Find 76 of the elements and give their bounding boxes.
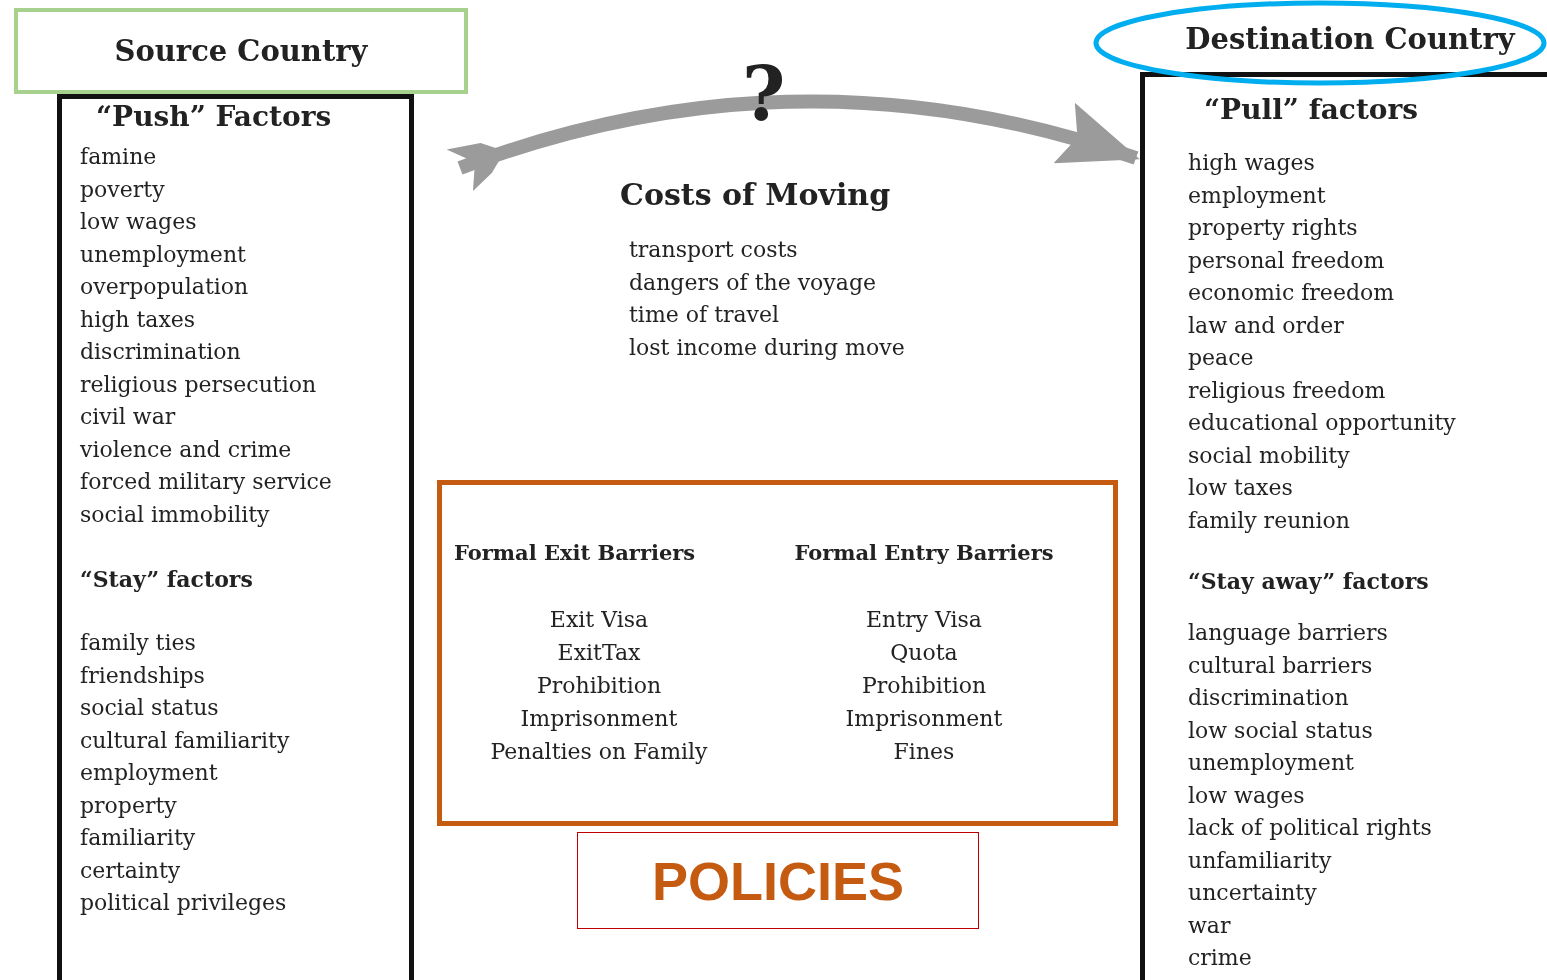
list-item: social immobility xyxy=(80,500,270,529)
column-heading: Formal Entry Barriers xyxy=(794,539,1054,567)
list-item: family ties xyxy=(80,629,196,657)
list-item: Prohibition xyxy=(536,672,662,700)
list-item: friendships xyxy=(80,661,205,690)
list-item: uncertainty xyxy=(1188,879,1317,907)
list-item: social mobility xyxy=(1188,441,1350,470)
list-item: unfamiliarity xyxy=(1188,846,1332,875)
list-item: peace xyxy=(1188,344,1254,372)
list-item: religious persecution xyxy=(80,370,317,399)
list-item: high taxes xyxy=(80,305,196,334)
list-item: Exit Visa xyxy=(549,606,649,634)
list-item: dangers of the voyage xyxy=(629,268,876,297)
list-item: familiarity xyxy=(80,824,196,852)
list-item: political privileges xyxy=(80,889,287,917)
list-item: language barriers xyxy=(1188,619,1388,647)
list-item: cultural familiarity xyxy=(80,726,290,755)
list-item: transport costs xyxy=(629,236,798,264)
list-item: religious freedom xyxy=(1188,376,1386,405)
list-item: law and order xyxy=(1188,311,1344,340)
panel-heading: “Stay away” factors xyxy=(1188,567,1430,596)
list-item: overpopulation xyxy=(80,273,249,301)
list-item: property xyxy=(80,791,177,820)
list-item: discrimination xyxy=(80,338,241,366)
list-item: low wages xyxy=(80,208,197,236)
label-box xyxy=(14,8,468,94)
policy-box xyxy=(577,832,979,929)
list-item: violence and crime xyxy=(80,435,292,464)
list-item: Imprisonment xyxy=(845,705,1003,733)
list-item: family reunion xyxy=(1188,506,1350,535)
column-heading: Formal Exit Barriers xyxy=(454,539,696,567)
factor-panel xyxy=(1140,72,1547,980)
curved-arrow xyxy=(447,94,1140,192)
panel-heading: “Stay” factors xyxy=(80,565,254,594)
list-item: discrimination xyxy=(1188,684,1349,712)
list-item: unemployment xyxy=(1188,749,1354,777)
oval-label xyxy=(1093,0,1547,86)
list-item: Fines xyxy=(893,738,955,766)
panel-heading: “Push” Factors xyxy=(96,99,333,135)
list-item: social status xyxy=(80,694,219,722)
list-item: famine xyxy=(80,143,157,171)
list-item: lack of political rights xyxy=(1188,814,1432,842)
list-item: lost income during move xyxy=(629,333,905,362)
list-item: low wages xyxy=(1188,781,1305,810)
list-item: Imprisonment xyxy=(520,705,678,733)
list-item: Quota xyxy=(890,639,958,667)
list-item: low taxes xyxy=(1188,474,1293,502)
heading-text: Destination Country xyxy=(1185,22,1515,56)
list-item: certainty xyxy=(80,856,181,885)
list-item: high wages xyxy=(1188,149,1315,177)
list-item: civil war xyxy=(80,403,176,431)
policy-text: POLICIES xyxy=(651,849,904,912)
list-item: ExitTax xyxy=(557,639,641,667)
list-item: forced military service xyxy=(80,468,332,496)
list-item: low social status xyxy=(1188,716,1373,745)
list-item: unemployment xyxy=(80,240,246,269)
list-item: war xyxy=(1188,911,1231,940)
barrier-box xyxy=(437,480,1118,826)
factor-panel xyxy=(57,94,414,980)
list-item: cultural barriers xyxy=(1188,651,1373,680)
heading-text: Source Country xyxy=(114,34,368,68)
list-item: employment xyxy=(1188,181,1326,210)
list-item: crime xyxy=(1188,944,1252,972)
list-item: economic freedom xyxy=(1188,279,1395,307)
list-item: Prohibition xyxy=(861,672,987,700)
list-item: educational opportunity xyxy=(1188,409,1456,437)
section-heading: Costs of Moving xyxy=(620,177,891,213)
list-item: Penalties on Family xyxy=(490,738,708,766)
list-item: employment xyxy=(80,759,218,787)
list-item: time of travel xyxy=(629,301,780,329)
list-item: Entry Visa xyxy=(866,606,982,634)
list-item: property rights xyxy=(1188,214,1358,242)
list-item: personal freedom xyxy=(1188,246,1385,275)
question-mark: ? xyxy=(742,54,786,134)
list-item: poverty xyxy=(80,175,165,204)
panel-heading: “Pull” factors xyxy=(1204,92,1419,128)
